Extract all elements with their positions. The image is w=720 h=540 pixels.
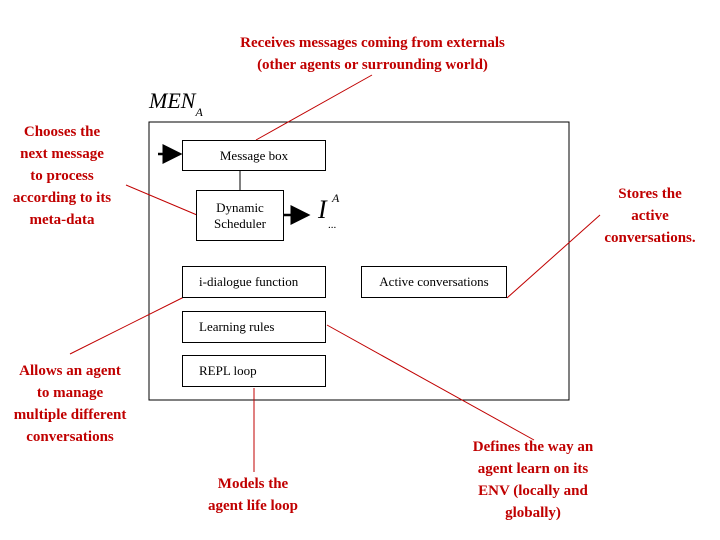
defines-pointer xyxy=(326,324,535,441)
repl-loop-label: REPL loop xyxy=(199,363,257,378)
message-box: Message box xyxy=(182,140,326,171)
receives-pointer xyxy=(255,74,373,141)
output-subscript: ... xyxy=(328,219,337,231)
stores-pointer xyxy=(506,214,601,299)
repl-loop-box: REPL loop xyxy=(182,355,326,387)
learning-rules-label: Learning rules xyxy=(199,319,275,334)
annotation-receives: Receives messages coming from externals … xyxy=(240,35,505,73)
message-box-label: Message box xyxy=(219,147,289,163)
idialogue-label: i-dialogue function xyxy=(199,274,299,289)
idialogue-function-box: i-dialogue function xyxy=(182,266,326,298)
active-conversations-box: Active conversations xyxy=(361,266,507,298)
annotation-stores: Stores the active conversations. xyxy=(604,186,696,246)
active-conversations-label: Active conversations xyxy=(379,274,489,289)
scheduler-label-line1: Dynamic xyxy=(216,199,264,215)
output-superscript: A xyxy=(332,191,340,205)
learning-rules-box: Learning rules xyxy=(182,311,326,343)
annotation-chooses: Chooses the next message to process acco… xyxy=(12,124,112,228)
output-symbol: I A ... xyxy=(318,191,340,231)
men-container xyxy=(148,121,570,401)
allows-pointer xyxy=(69,296,185,355)
annotation-models: Models the agent life loop xyxy=(208,476,298,514)
chooses-pointer xyxy=(125,184,198,216)
container-title: MENA xyxy=(149,88,203,119)
annotation-allows: Allows an agent to manage multiple diffe… xyxy=(13,363,127,445)
dynamic-scheduler-box: Dynamic Scheduler xyxy=(196,190,284,241)
annotation-defines: Defines the way an agent learn on its EN… xyxy=(472,439,594,521)
scheduler-label-line2: Scheduler xyxy=(214,215,266,231)
